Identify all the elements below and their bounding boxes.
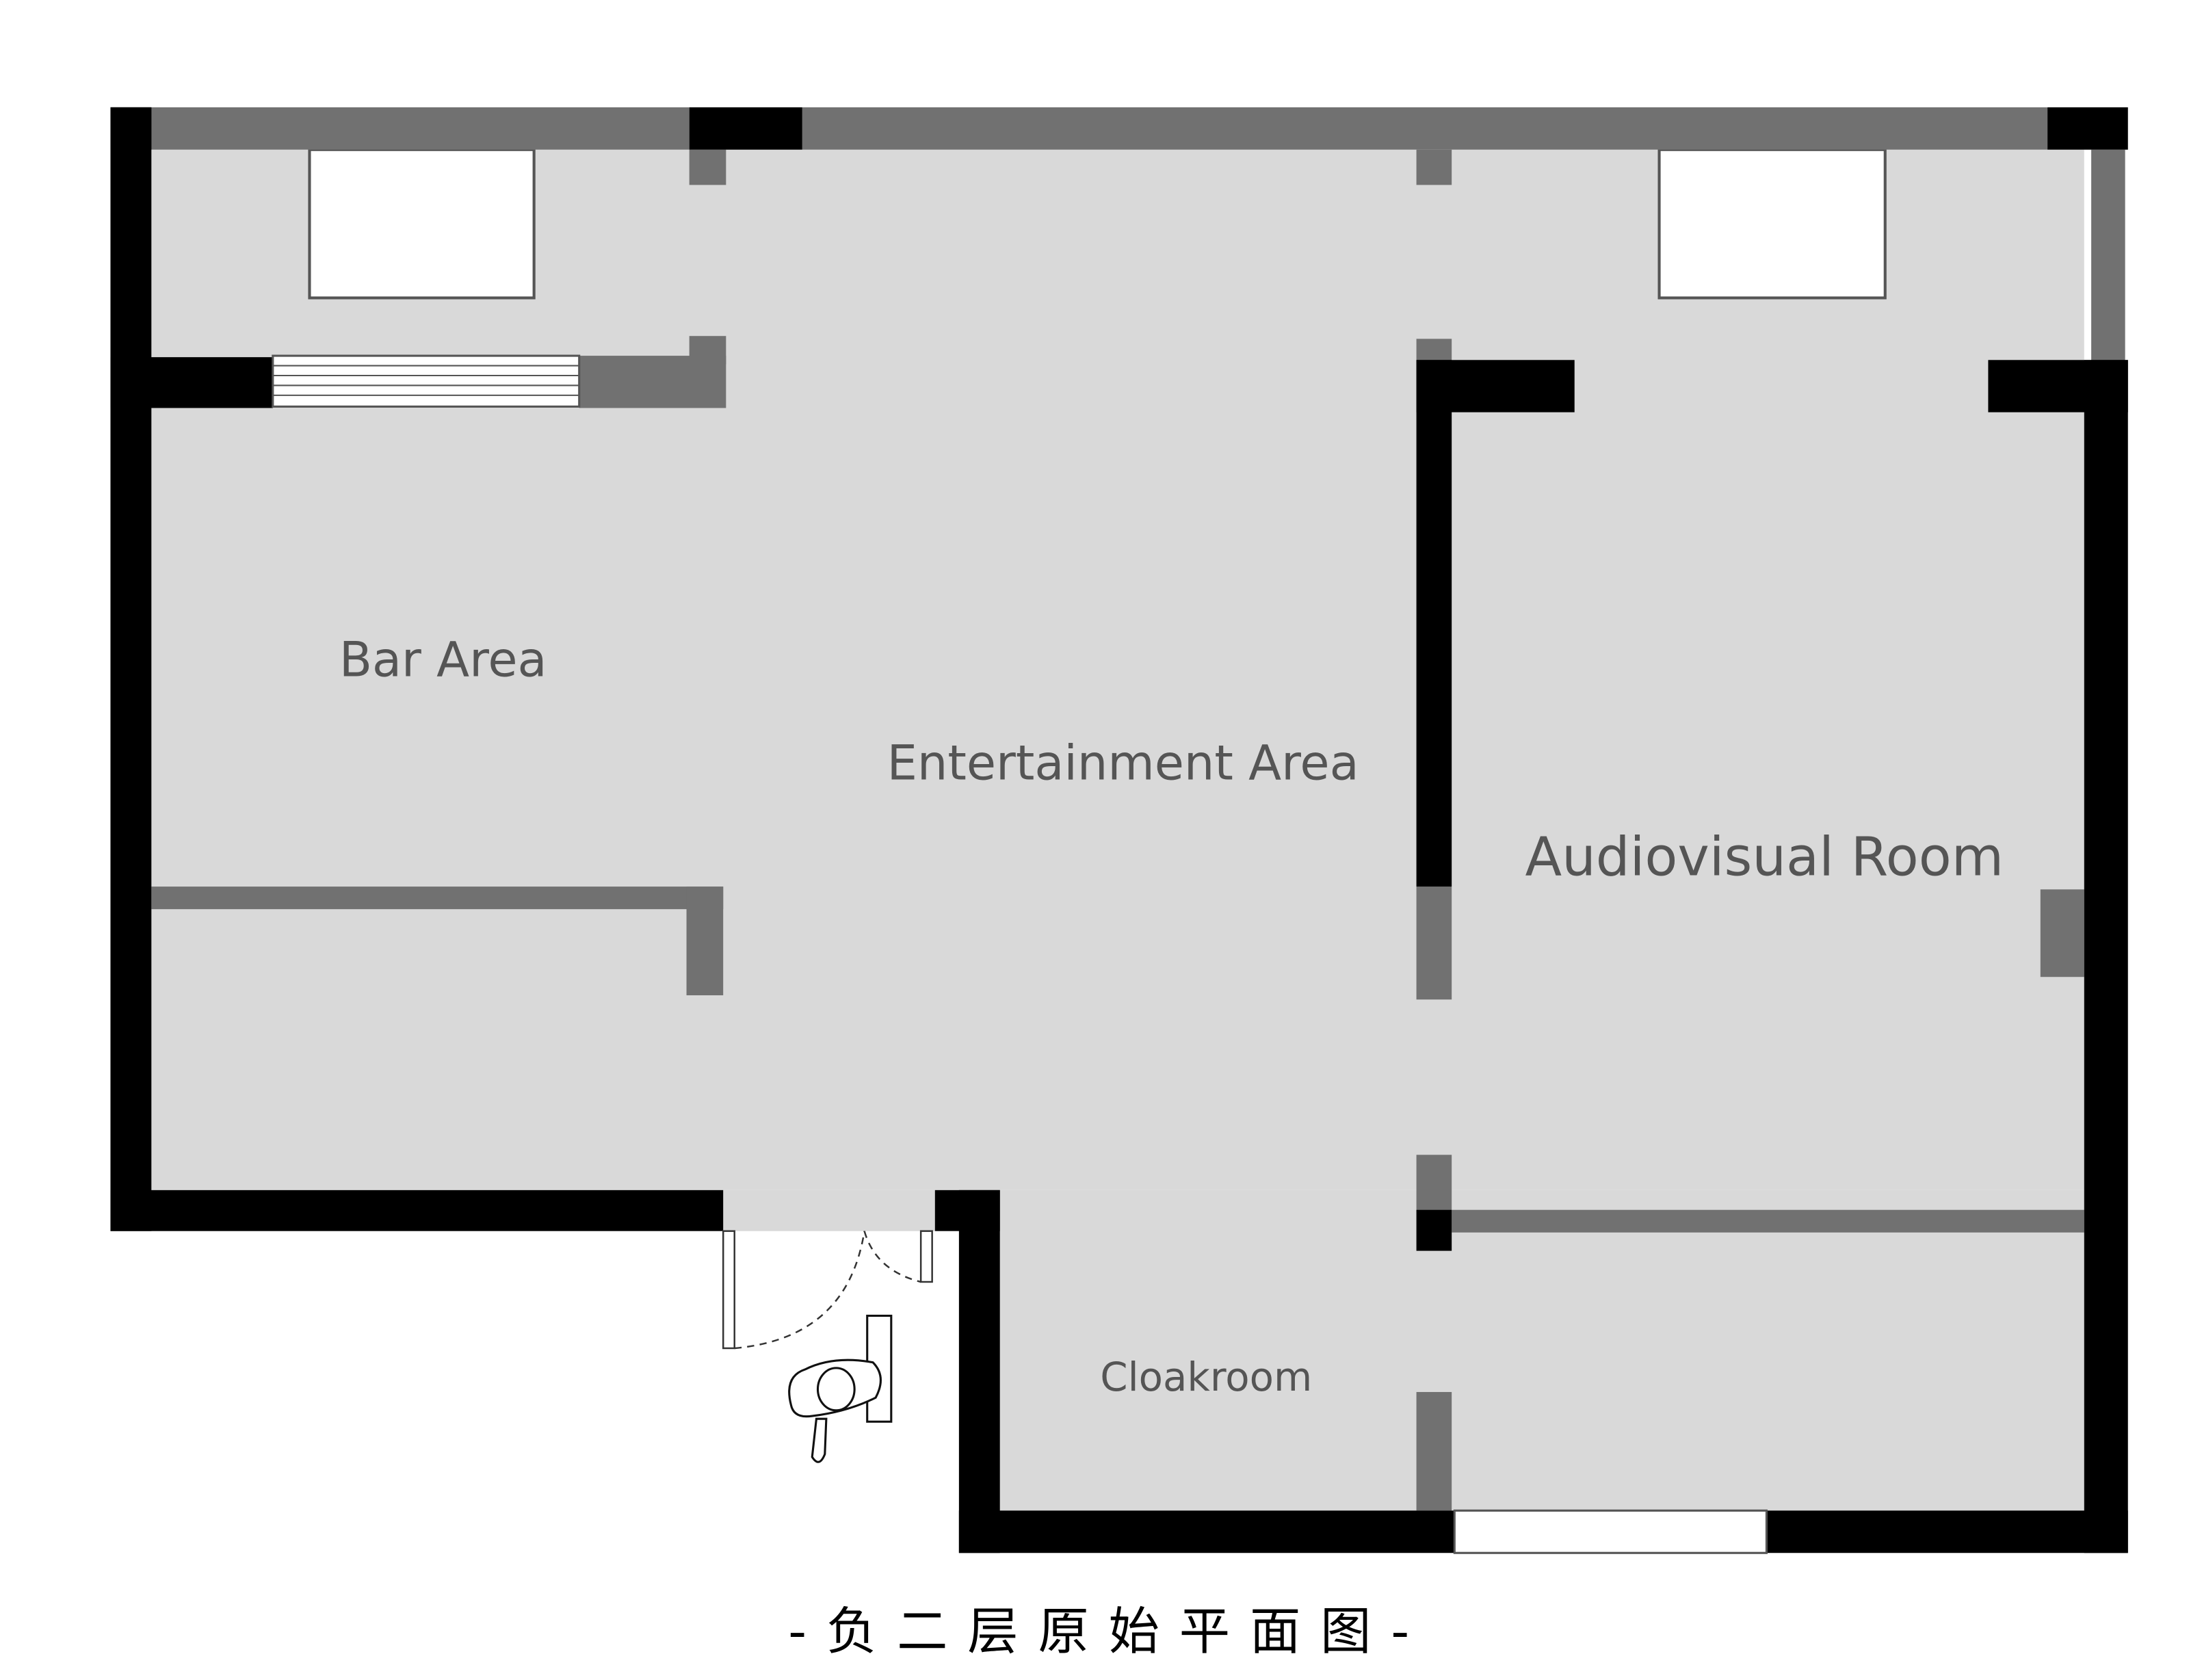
floor-area	[151, 149, 2084, 1511]
partition-walls	[151, 107, 2125, 1511]
window-top-right	[1657, 148, 1887, 300]
plan-caption: -负二层原始平面图-	[788, 1602, 1429, 1662]
window-bottom	[1453, 1509, 1768, 1554]
room-label-cloakroom: Cloakroom	[1100, 1354, 1312, 1400]
room-label-audiovisual: Audiovisual Room	[1525, 826, 2004, 889]
window-top-left	[308, 148, 536, 300]
person-icon	[788, 1314, 893, 1463]
room-label-entertainment: Entertainment Area	[887, 735, 1359, 791]
entrance-door	[722, 1230, 933, 1350]
structural-walls	[110, 107, 2128, 1553]
room-label-bar: Bar Area	[339, 632, 547, 688]
stair-window	[272, 354, 581, 408]
